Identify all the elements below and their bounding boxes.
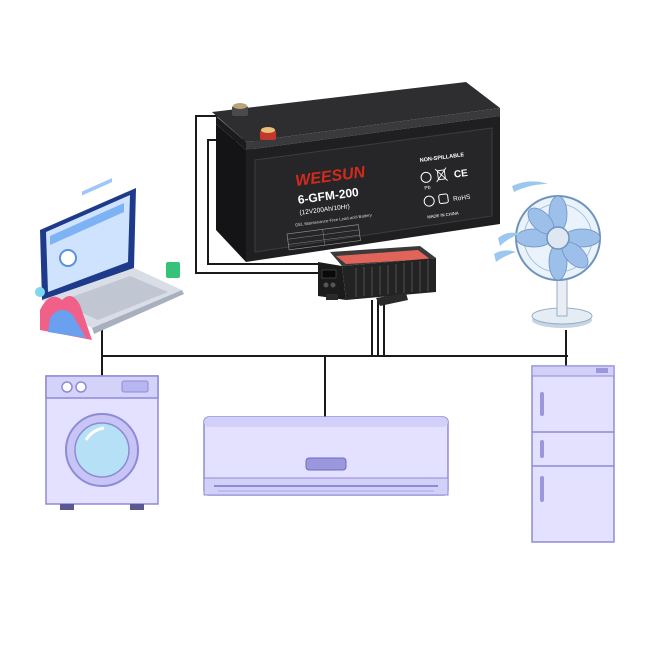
ac-top-band (204, 417, 448, 427)
battery-lid-top (212, 82, 500, 142)
battery-certification-area: NON-SPILLABLE Pb CE RoHS MADE IN CHINA (419, 152, 472, 219)
inverter-switch-icon (330, 282, 336, 288)
battery-lid-side (216, 116, 246, 150)
washer-knob-2 (75, 381, 87, 393)
inverter-foot (376, 293, 408, 306)
washer-foot-right (130, 504, 144, 510)
fridge-handle-2 (540, 440, 544, 458)
read-manual-icon (438, 193, 449, 205)
laptop-doc-icon (166, 262, 180, 278)
no-fire-icon (423, 195, 435, 207)
laptop-screen-line (82, 178, 112, 196)
battery-pb-text: Pb (424, 185, 431, 192)
inverter-outlet-icon (323, 282, 329, 288)
laptop-dot-icon (35, 287, 45, 297)
inverter-fins (355, 260, 429, 297)
inverter-panel (336, 250, 430, 264)
washer-foot-left (60, 504, 74, 510)
laptop-screen-header (50, 203, 124, 245)
washer-window (74, 422, 130, 478)
battery-spec-table (286, 224, 361, 251)
inverter-foot-left (326, 294, 338, 300)
fridge-handle-3 (540, 476, 544, 502)
ac-display (305, 457, 347, 471)
battery-label-plate (254, 127, 493, 253)
battery-lid-front (246, 108, 500, 150)
bin-crossed-icon (434, 167, 448, 183)
refrigerator (531, 365, 615, 543)
washer-knob-1 (61, 381, 73, 393)
fan-blades (515, 195, 601, 281)
battery-positive-terminal (260, 127, 276, 140)
washer-display (121, 380, 149, 393)
battery: WEESUN 6-GFM-200 (12V200Ah/10Hr) GEL Mai… (212, 82, 500, 262)
fridge-top (531, 365, 615, 377)
fan-hub (546, 226, 570, 250)
laptop-screen (46, 195, 130, 292)
inverter-display (321, 269, 337, 279)
fridge-body (531, 365, 615, 543)
laptop-keyboard (58, 276, 168, 320)
washer-glare (84, 426, 105, 441)
recycle-icon (420, 171, 432, 183)
inverter (318, 246, 436, 306)
battery-rohs-text: RoHS (453, 194, 472, 203)
battery-side-face (216, 124, 246, 262)
fridge-handle-1 (540, 392, 544, 416)
laptop-chart-shape-2 (48, 309, 86, 338)
laptop (35, 178, 184, 340)
laptop-base-edge (92, 290, 184, 334)
battery-negative-terminal (232, 103, 248, 116)
laptop-pie-icon (59, 249, 77, 267)
wire-battery-negative (195, 115, 318, 274)
battery-ce-text: CE (453, 168, 469, 181)
fan (494, 181, 601, 328)
air-conditioner (203, 416, 449, 496)
washing-machine (45, 375, 159, 510)
battery-made-in-text: MADE IN CHINA (427, 210, 459, 219)
battery-non-spillable-text: NON-SPILLABLE (419, 152, 464, 164)
fridge-display (596, 368, 608, 373)
fan-wind-icon (494, 181, 548, 262)
